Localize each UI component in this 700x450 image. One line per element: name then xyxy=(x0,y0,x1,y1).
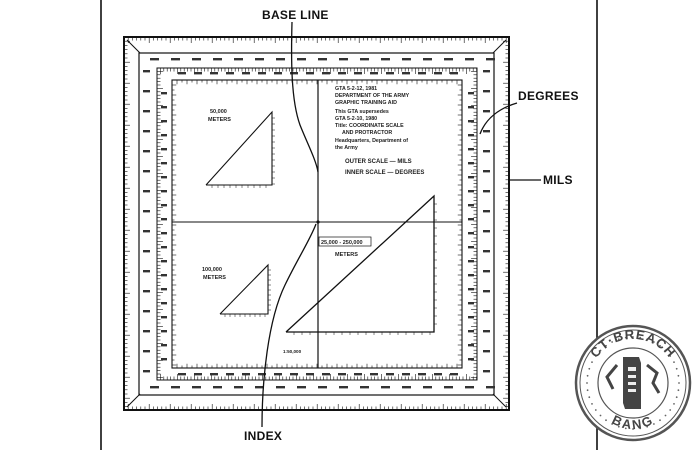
protractor-degrees-band xyxy=(156,67,478,381)
callout-mils: MILS xyxy=(543,173,573,187)
corner-mark-br xyxy=(492,393,507,408)
stamp-logo: CT·BREACH BANG xyxy=(574,324,692,442)
inner-scale-note: INNER SCALE — DEGREES xyxy=(345,170,424,176)
corner-mark-bl xyxy=(126,393,141,408)
index-mark xyxy=(316,220,320,224)
corner-mark-tl xyxy=(126,39,141,54)
leader-degrees xyxy=(479,102,518,135)
scale-tick-marks xyxy=(124,37,509,410)
svg-text:Headquarters, Department of: Headquarters, Department of xyxy=(335,138,408,144)
scale-label-bottom: 1:50,000 xyxy=(283,349,302,354)
scale-box-big xyxy=(318,236,372,247)
svg-text:DEPARTMENT OF THE ARMY: DEPARTMENT OF THE ARMY xyxy=(335,93,410,99)
scale-label-big: 25,000 - 250,000 xyxy=(321,240,363,246)
triangle-scale-large xyxy=(285,194,437,335)
unit-label-top-left: METERS xyxy=(208,117,231,123)
callout-index: INDEX xyxy=(244,429,283,443)
unit-label-big: METERS xyxy=(335,252,358,258)
protractor-inner-frame xyxy=(171,79,463,369)
svg-text:the Army: the Army xyxy=(335,145,358,151)
svg-text:GTA 5-2-10, 1980: GTA 5-2-10, 1980 xyxy=(335,116,377,122)
svg-text:AND PROTRACTOR: AND PROTRACTOR xyxy=(342,130,392,136)
callout-base-line: BASE LINE xyxy=(262,8,329,22)
corner-mark-tr xyxy=(492,39,507,54)
callout-degrees: DEGREES xyxy=(518,89,579,103)
svg-text:GTA 5-2-12, 1981: GTA 5-2-12, 1981 xyxy=(335,86,377,92)
protractor-outer-frame xyxy=(123,36,510,411)
leader-base-line xyxy=(290,21,319,173)
svg-text:Title: COORDINATE SCALE: Title: COORDINATE SCALE xyxy=(335,123,404,129)
triangle-scale-top-left xyxy=(205,110,275,188)
svg-text:GRAPHIC TRAINING AID: GRAPHIC TRAINING AID xyxy=(335,100,397,106)
stamp-text-bottom: BANG xyxy=(610,412,657,432)
scale-label-bottom-left: 100,000 xyxy=(202,267,222,273)
leader-index xyxy=(261,223,317,428)
protractor-header: GTA 5-2-12, 1981 DEPARTMENT OF THE ARMY … xyxy=(335,86,410,151)
svg-text:This GTA supersedes: This GTA supersedes xyxy=(335,109,389,115)
scale-label-top-left: 50,000 xyxy=(210,109,227,115)
stamp-texture xyxy=(586,336,680,430)
unit-label-bottom-left: METERS xyxy=(203,275,226,281)
triangle-scale-bottom-left xyxy=(219,263,271,317)
outer-scale-note: OUTER SCALE — MILS xyxy=(345,159,412,165)
scale-numbers xyxy=(143,58,495,389)
protractor-mils-band xyxy=(138,52,495,396)
